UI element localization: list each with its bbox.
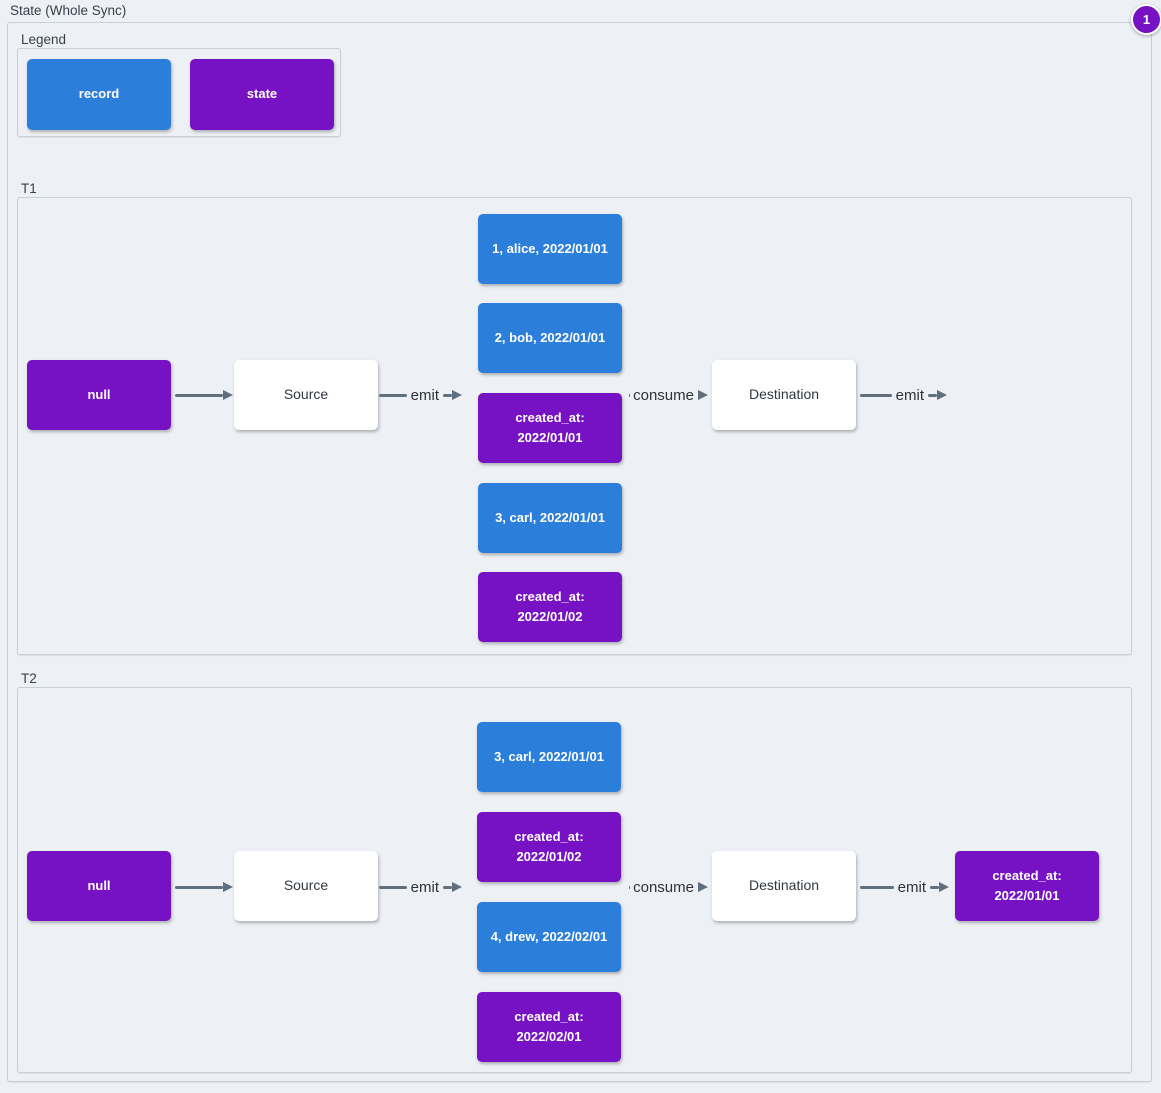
t1-record-node: 1, alice, 2022/01/01 — [478, 214, 622, 284]
edge-line — [860, 393, 892, 397]
edge-line — [379, 885, 407, 889]
t1-null-node: null — [27, 360, 171, 430]
t1-record-node: 3, carl, 2022/01/01 — [478, 483, 622, 553]
t2-state-node: created_at: 2022/02/01 — [477, 992, 621, 1062]
t2-null-node: null — [27, 851, 171, 921]
legend-label: Legend — [21, 32, 67, 47]
t2-state-node: created_at: 2022/01/02 — [477, 812, 621, 882]
t1-edge-emit-in: emit — [379, 386, 462, 404]
legend-record-node: record — [27, 59, 171, 130]
edge-label: emit — [410, 386, 439, 404]
page-title: State (Whole Sync) — [10, 3, 127, 18]
edge-line — [175, 885, 223, 889]
edge-line — [379, 393, 407, 397]
t1-edge-emit-out: emit — [860, 386, 947, 404]
edge-line — [928, 393, 937, 397]
arrowhead-icon — [223, 882, 233, 892]
arrowhead-icon — [937, 390, 947, 400]
edge-line — [930, 885, 939, 889]
t2-edge-consume: consume — [629, 878, 708, 896]
arrowhead-icon — [223, 390, 233, 400]
state-whole-sync-container: Legend record state T1 null Source emit … — [7, 22, 1152, 1082]
t2-record-node: 4, drew, 2022/02/01 — [477, 902, 621, 972]
t1-edge-consume: consume — [629, 386, 708, 404]
arrowhead-icon — [939, 882, 949, 892]
t2-group: T2 null Source emit 3, carl, 2022/01/01 … — [17, 671, 1132, 1073]
edge-line — [443, 393, 452, 397]
t1-state-node: created_at: 2022/01/01 — [478, 393, 622, 463]
edge-line — [175, 393, 223, 397]
t1-state-node: created_at: 2022/01/02 — [478, 572, 622, 642]
t2-edge-emit-out: emit — [860, 878, 949, 896]
t2-source-node: Source — [234, 851, 378, 921]
edge-label: emit — [895, 386, 924, 404]
step-badge: 1 — [1131, 4, 1161, 35]
t1-source-node: Source — [234, 360, 378, 430]
t1-group: T1 null Source emit 1, alice, 2022/01/01… — [17, 181, 1132, 655]
edge-label: consume — [633, 386, 694, 404]
edge-line — [860, 885, 894, 889]
edge-line — [443, 885, 452, 889]
arrowhead-icon — [698, 882, 708, 892]
legend-group: Legend record state — [17, 32, 341, 137]
edge-label: emit — [897, 878, 926, 896]
t1-record-node: 2, bob, 2022/01/01 — [478, 303, 622, 373]
arrowhead-icon — [452, 882, 462, 892]
t2-record-node: 3, carl, 2022/01/01 — [477, 722, 621, 792]
t1-label: T1 — [21, 181, 37, 196]
edge-label: consume — [633, 878, 694, 896]
arrowhead-icon — [698, 390, 708, 400]
legend-state-node: state — [190, 59, 334, 130]
t2-label: T2 — [21, 671, 37, 686]
t2-arrow-null-to-source — [175, 878, 233, 896]
t2-edge-emit-in: emit — [379, 878, 462, 896]
t2-destination-node: Destination — [712, 851, 856, 921]
t1-destination-node: Destination — [712, 360, 856, 430]
edge-label: emit — [410, 878, 439, 896]
t1-arrow-null-to-source — [175, 386, 233, 404]
arrowhead-icon — [452, 390, 462, 400]
t2-result-state-node: created_at: 2022/01/01 — [955, 851, 1099, 921]
